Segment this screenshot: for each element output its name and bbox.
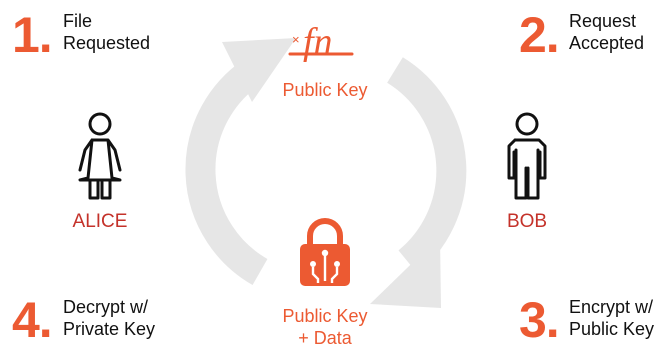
- step-2-line2: Accepted: [569, 33, 645, 53]
- public-key-data-label: Public Key + Data: [255, 305, 395, 349]
- bob-name: BOB: [506, 211, 548, 232]
- step-2-line1: Request: [569, 11, 637, 31]
- right-arrowhead: [370, 236, 441, 308]
- step-3-line2: Public Key: [569, 319, 655, 339]
- data-label-line1: Public Key: [282, 306, 368, 326]
- step-3-line1: Encrypt w/: [569, 297, 654, 317]
- left-arrowhead: [222, 38, 296, 102]
- step-1-line2: Requested: [63, 33, 151, 53]
- alice-name: ALICE: [72, 211, 128, 232]
- step-4-line2: Private Key: [63, 319, 156, 339]
- data-label-line2: + Data: [298, 328, 352, 348]
- step-3-number: 3.: [519, 292, 560, 348]
- step-4-number: 4.: [12, 292, 53, 348]
- left-arrow-arc: [185, 59, 268, 286]
- right-arrow-arc: [386, 57, 467, 274]
- step-2-number: 2.: [519, 7, 560, 63]
- step-2-text: Request Accepted: [569, 10, 644, 54]
- step-1-text: File Requested: [63, 10, 150, 54]
- step-4-line1: Decrypt w/: [63, 297, 149, 317]
- step-1-line1: File: [63, 11, 93, 31]
- step-3-text: Encrypt w/ Public Key: [569, 296, 654, 340]
- public-key-label: Public Key: [282, 80, 368, 100]
- step-1-number: 1.: [12, 7, 53, 63]
- step-4-text: Decrypt w/ Private Key: [63, 296, 155, 340]
